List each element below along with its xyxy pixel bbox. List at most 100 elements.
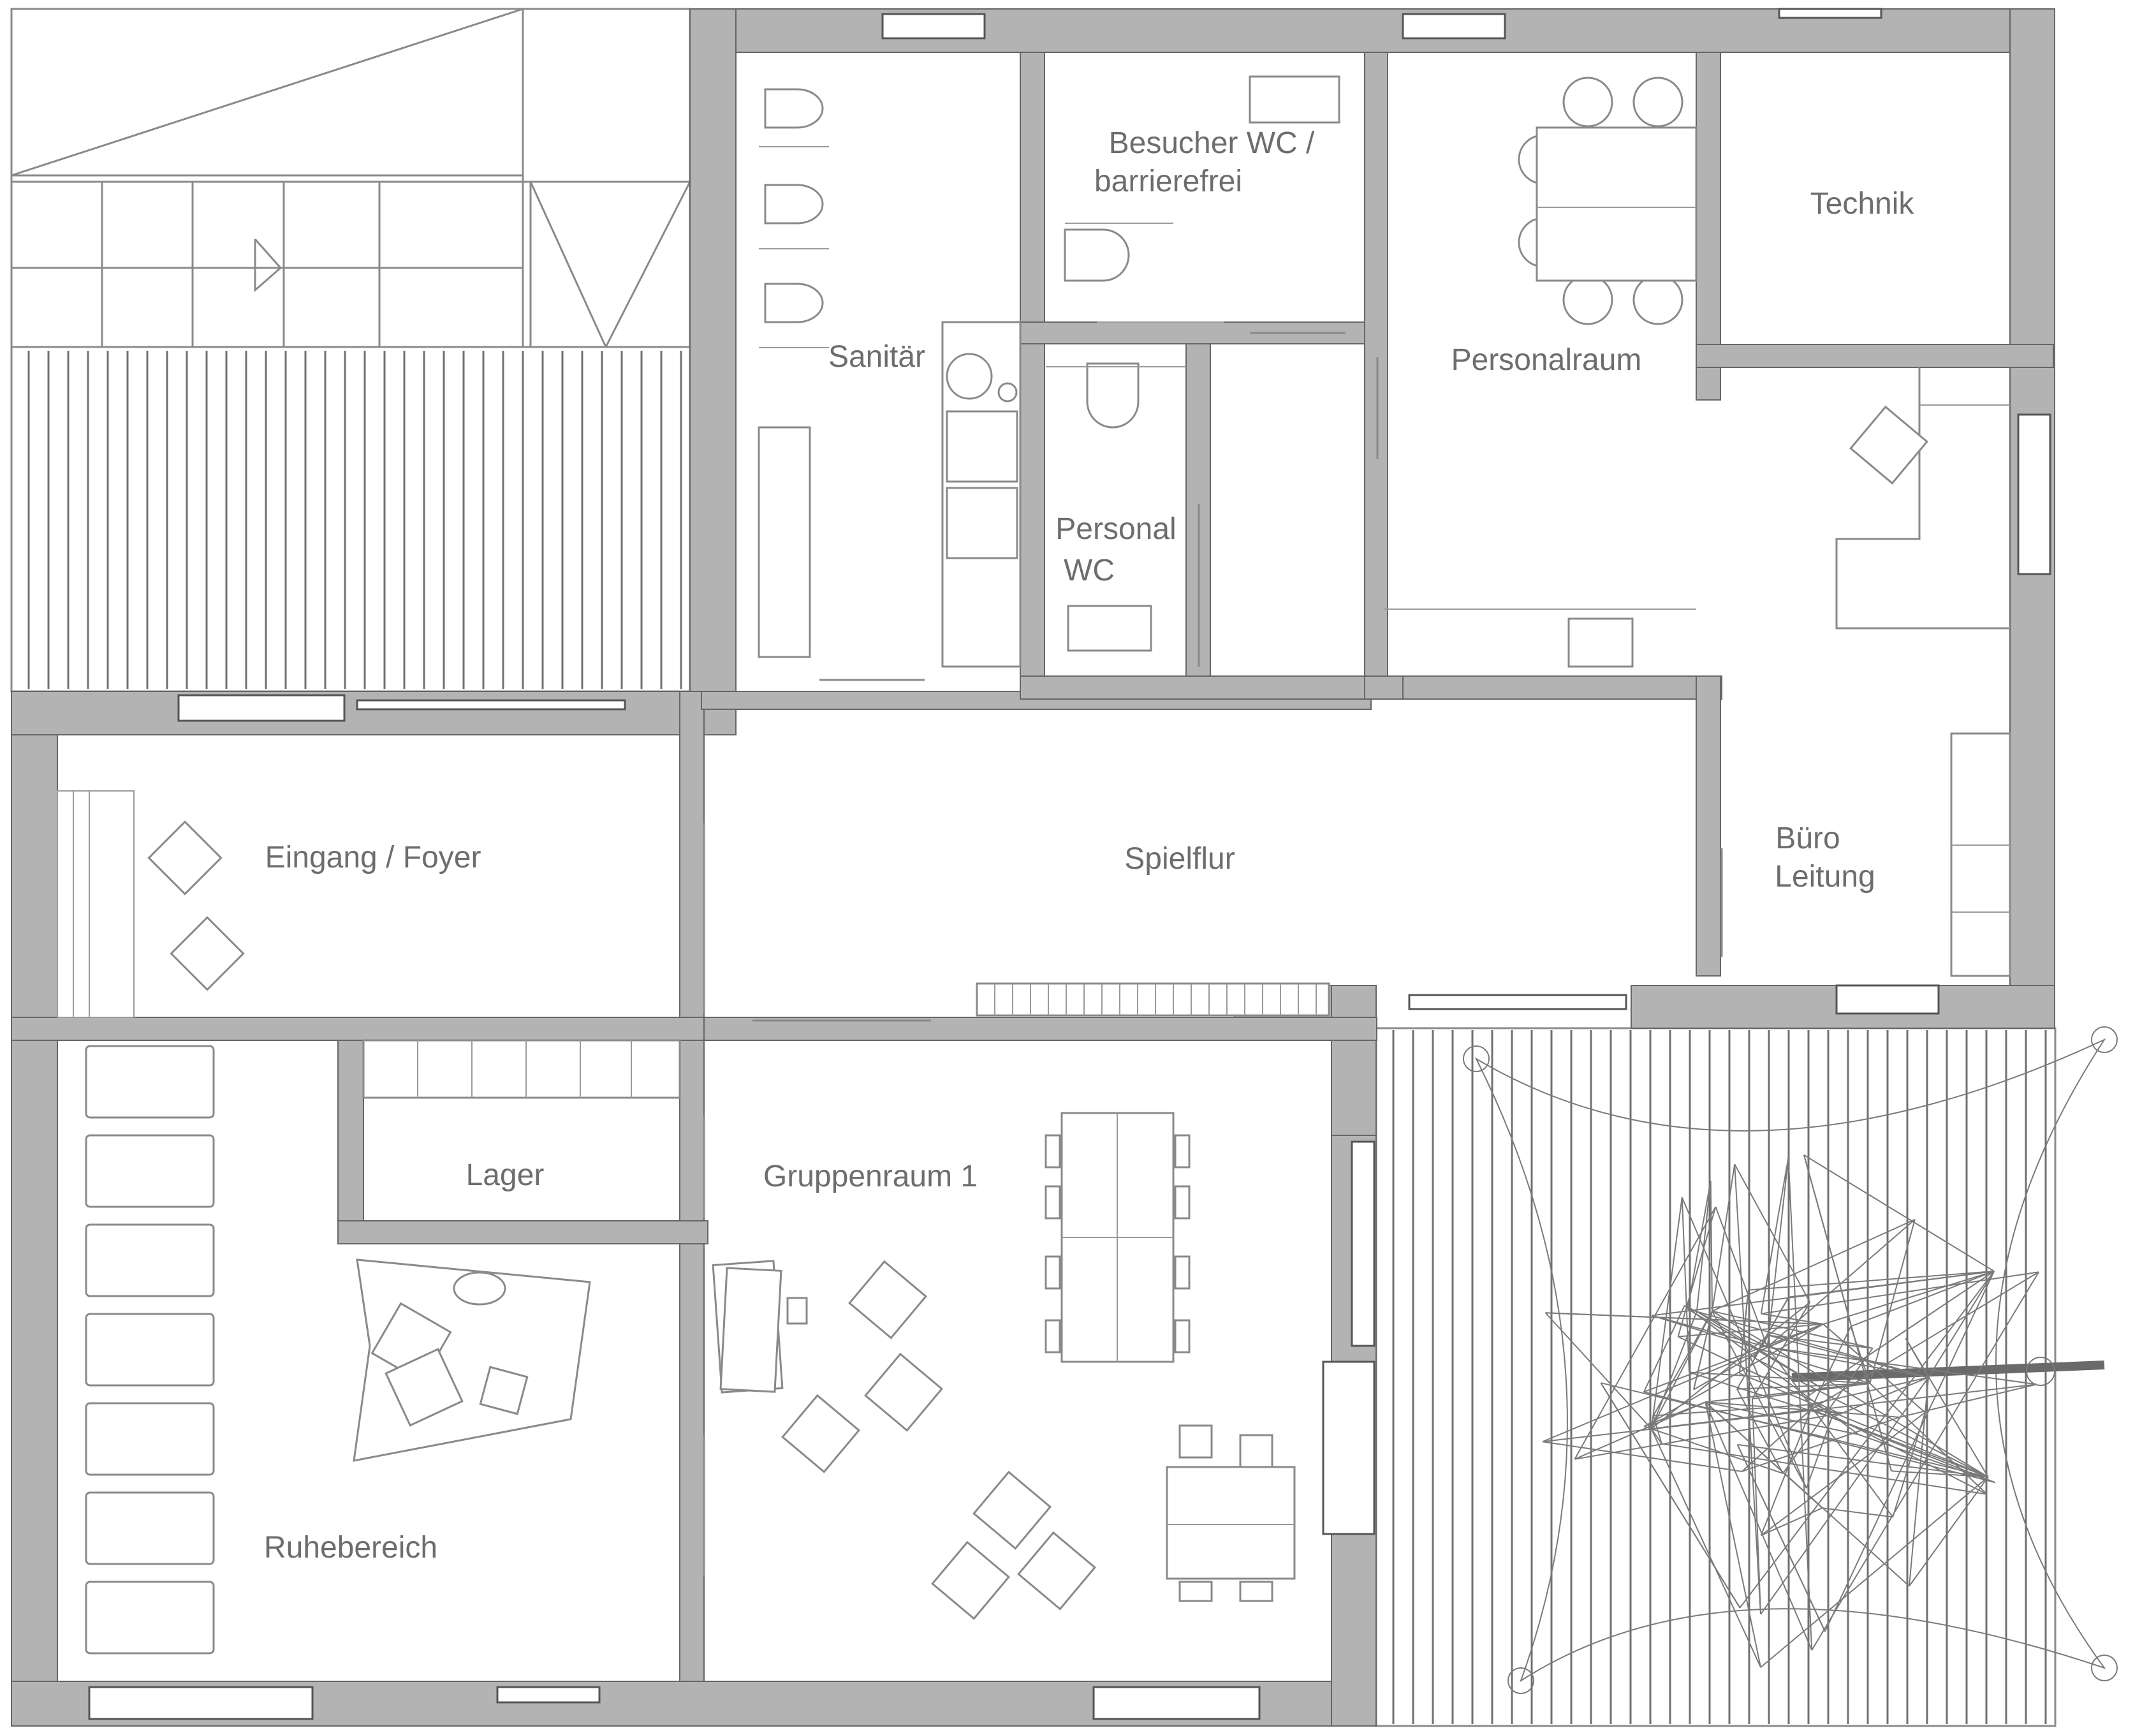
lager-shelves: [362, 1039, 681, 1099]
net-strand: [1738, 1290, 1749, 1374]
net-strand: [1643, 1324, 1824, 1427]
net-strand: [1705, 1401, 1813, 1651]
buero-furniture: [1835, 367, 2011, 977]
doors: [703, 332, 1723, 1575]
net-strand: [1739, 1373, 1989, 1478]
net-strand: [1705, 1401, 1859, 1436]
net-strand: [1652, 1271, 1995, 1316]
label-sanitaer: Sanitär: [828, 340, 925, 374]
net-strand: [1734, 1163, 1811, 1303]
bed: [85, 1581, 215, 1655]
sanitaer-fixtures: [758, 88, 1022, 668]
net-strand: [1751, 1399, 1762, 1614]
personalraum-furniture: [1384, 77, 1698, 668]
label-gruppenraum: Gruppenraum 1: [763, 1160, 978, 1193]
net-strand: [1737, 1443, 1988, 1478]
label-technik: Technik: [1810, 187, 1915, 221]
label-buero-line1: Büro: [1775, 822, 1840, 855]
bed: [85, 1045, 215, 1119]
net-strand: [1651, 1301, 1810, 1429]
net-strand: [1687, 1180, 1712, 1309]
net-strand: [1928, 1271, 1995, 1378]
net-strand: [1754, 1357, 1989, 1478]
net-strand: [1742, 1409, 1812, 1472]
label-lager: Lager: [466, 1158, 545, 1192]
net-strand: [1831, 1376, 1929, 1419]
net-strand: [1899, 1383, 2037, 1418]
net-strand: [1574, 1206, 1717, 1460]
net-strand: [1643, 1305, 1685, 1392]
net-strand: [1811, 1271, 2039, 1651]
net-strand: [1651, 1428, 1784, 1474]
windows: [88, 8, 2051, 1720]
net-strand: [1734, 1164, 1762, 1614]
net-strand: [1696, 1181, 1712, 1312]
net-strand: [1736, 1444, 1826, 1632]
net-strand: [1684, 1304, 1768, 1348]
ruhebereich-rug: [353, 1258, 591, 1462]
net-strand: [1705, 1401, 1762, 1668]
wooden-deck-bottom: [1392, 1030, 2047, 1724]
room-labels: Sanitär Besucher WC / barrierefrei Perso…: [264, 126, 1914, 1565]
net-strand: [1806, 1396, 1812, 1410]
net-strand: [1681, 1197, 1690, 1373]
net-strand: [1803, 1154, 1893, 1471]
net-strand: [1678, 1323, 1824, 1338]
wooden-deck-top: [27, 351, 682, 689]
label-eingang-foyer: Eingang / Foyer: [265, 841, 481, 874]
net-strand: [1850, 1271, 1995, 1327]
net-strand: [1810, 1326, 1852, 1410]
net-strand: [1712, 1311, 1807, 1489]
net-strand: [1739, 1271, 1995, 1609]
label-spielflur: Spielflur: [1124, 842, 1235, 876]
net-strand: [1652, 1315, 1768, 1348]
net-strand: [1693, 1346, 1768, 1390]
net-strand: [1712, 1310, 1873, 1349]
bed: [85, 1223, 215, 1297]
spielflur-bench: [976, 982, 1330, 1017]
net-strand: [1650, 1311, 1698, 1429]
net-strand: [1766, 1219, 1916, 1348]
net-strand: [1761, 1507, 1823, 1537]
label-personalraum: Personalraum: [1451, 343, 1642, 377]
foyer-furniture: [57, 790, 245, 1018]
net-strand: [1760, 1476, 1989, 1668]
net-strand: [1544, 1312, 1652, 1429]
net-strand: [1684, 1305, 1859, 1435]
bed: [85, 1313, 215, 1387]
net-strand: [1807, 1271, 1995, 1397]
net-strand: [1869, 1219, 1916, 1384]
net-strand: [1752, 1382, 1870, 1400]
net-strand: [1766, 1157, 1789, 1348]
stair-block: [10, 8, 691, 348]
net-strand: [1650, 1197, 1683, 1429]
net-strand: [1905, 1338, 1929, 1378]
net-strand: [1824, 1271, 1995, 1632]
net-strand: [1574, 1413, 1840, 1460]
net-strand: [1705, 1401, 1900, 1418]
net-strand: [1822, 1507, 1893, 1518]
net-strand: [1687, 1308, 1822, 1389]
net-strand: [1760, 1157, 1789, 1314]
net-strand: [1545, 1312, 1824, 1325]
deck-top-border: [10, 346, 691, 693]
net-strand: [1803, 1154, 1995, 1272]
net-strand: [1652, 1315, 1870, 1384]
net-strand: [1601, 1382, 1988, 1478]
net-strand: [1705, 1401, 1823, 1509]
net-strand: [1761, 1412, 1926, 1536]
net-strand: [1909, 1377, 1930, 1586]
net-strand: [1742, 1416, 1900, 1472]
ruhebereich-beds: [85, 1045, 215, 1655]
net-strand: [1650, 1311, 1713, 1429]
gruppenraum-furniture: [712, 1112, 1296, 1620]
net-strand: [1710, 1181, 1713, 1311]
wc-fixtures: [1046, 75, 1340, 652]
label-buero-line2: Leitung: [1775, 860, 1875, 894]
label-personal-wc-line2: WC: [1064, 554, 1115, 587]
bed: [85, 1491, 215, 1565]
bed: [85, 1134, 215, 1208]
net-strand: [1643, 1324, 1824, 1393]
net-strand: [1748, 1271, 1995, 1291]
